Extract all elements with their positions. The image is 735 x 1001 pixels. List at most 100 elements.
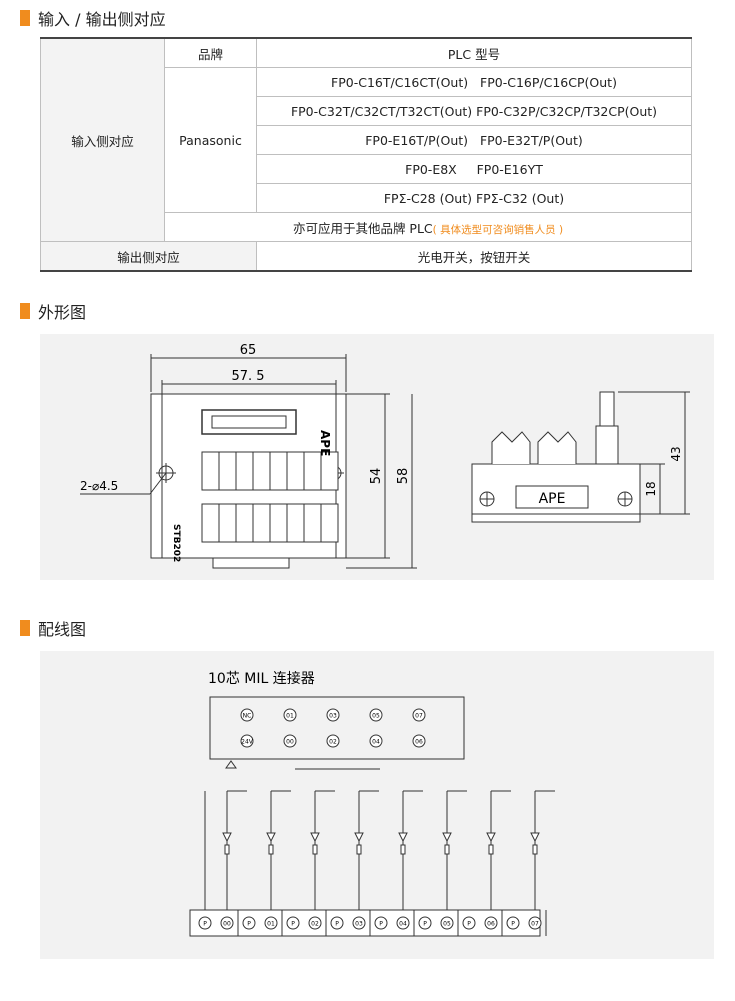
resistor-icon	[488, 844, 494, 855]
terminal-label: P	[511, 921, 515, 928]
led-icon	[222, 832, 232, 843]
terminal-label: P	[335, 921, 339, 928]
model-header: PLC 型号	[256, 37, 692, 68]
terminal-label: 04	[399, 921, 407, 928]
connector-pin-top-label: 01	[286, 713, 294, 720]
connector-pin-top-circle	[240, 708, 254, 722]
connector-pin-bottom-label: 06	[415, 739, 423, 746]
terminal-circle	[396, 916, 410, 930]
led-icon	[530, 832, 540, 843]
model-cell: FPΣ-C28 (Out) FPΣ-C32 (Out)	[256, 183, 692, 213]
outline-drawing-panel: 65 57. 5 54 58 2-⌀4.5 APE STB202 APE 43 …	[40, 334, 714, 580]
connector-pin-top-circle	[412, 708, 426, 722]
output-side-label: 输出侧对应	[40, 241, 257, 272]
terminal-label: P	[291, 921, 295, 928]
connector-pin-bottom-circle	[369, 734, 383, 748]
terminal-circle	[264, 916, 278, 930]
body-brand-label: APE	[318, 430, 332, 456]
dim-65-label: 65	[240, 343, 257, 358]
model-cell: FP0-C16T/C16CT(Out) FP0-C16P/C16CP(Out)	[256, 67, 692, 97]
terminal-circle	[242, 916, 256, 930]
section-title-io: 输入 / 输出侧对应	[20, 7, 166, 29]
resistor-icon	[444, 844, 450, 855]
connector-pin-top-label: NC	[243, 713, 252, 720]
terminal-label: 07	[531, 921, 539, 928]
brand-header: 品牌	[164, 37, 257, 68]
terminal-circle	[198, 916, 212, 930]
led-icon	[354, 832, 364, 843]
other-brand-text: 亦可应用于其他品牌 PLC	[292, 220, 433, 236]
section-marker	[20, 620, 30, 636]
connector-pin-bottom-label: 24V	[241, 739, 254, 746]
dim-57-5-label: 57. 5	[231, 369, 264, 384]
outline-drawing: 65 57. 5 54 58 2-⌀4.5 APE STB202 APE 43 …	[80, 343, 690, 569]
resistor-icon	[532, 844, 538, 855]
led-icon	[442, 832, 452, 843]
resistor-icon	[268, 844, 274, 855]
connector-pin-top-label: 03	[329, 713, 337, 720]
resistor-icon	[224, 844, 230, 855]
dim-18-label: 18	[644, 481, 658, 496]
led-icon	[266, 832, 276, 843]
terminal-circle	[506, 916, 520, 930]
led-icon	[398, 832, 408, 843]
connector-pin-top-circle	[283, 708, 297, 722]
section-marker	[20, 10, 30, 26]
resistor-icon	[312, 844, 318, 855]
resistor-icon	[356, 844, 362, 855]
model-cell: FP0-E8X FP0-E16YT	[256, 154, 692, 184]
connector-pin-bottom-label: 00	[286, 739, 294, 746]
connector-pin-bottom-label: 04	[372, 739, 380, 746]
connector-pin-top-label: 07	[415, 713, 423, 720]
section-title-text: 输入 / 输出侧对应	[38, 10, 166, 29]
terminal-label: 00	[223, 921, 231, 928]
terminal-label: 05	[443, 921, 451, 928]
connector-pin-top-label: 05	[372, 713, 380, 720]
dim-54-label: 54	[369, 468, 384, 485]
terminal-label: P	[203, 921, 207, 928]
terminal-circle	[418, 916, 432, 930]
section-title-outline: 外形图	[20, 300, 86, 322]
terminal-label: P	[379, 921, 383, 928]
led-icon	[310, 832, 320, 843]
terminal-circle	[374, 916, 388, 930]
connector-pin-bottom-circle	[412, 734, 426, 748]
terminal-circle	[286, 916, 300, 930]
model-label: STB202	[171, 524, 181, 562]
terminal-circle	[308, 916, 322, 930]
terminal-circle	[484, 916, 498, 930]
model-cell: FP0-E16T/P(Out) FP0-E32T/P(Out)	[256, 125, 692, 155]
brand-cell: Panasonic	[164, 67, 257, 213]
terminal-label: 03	[355, 921, 363, 928]
terminal-circle	[462, 916, 476, 930]
io-spec-table: 输入侧对应 品牌 PLC 型号 Panasonic FP0-C16T/C16CT…	[40, 37, 692, 272]
input-side-label: 输入侧对应	[40, 37, 165, 242]
output-side-value: 光电开关，按钮开关	[256, 241, 692, 272]
dim-58-label: 58	[396, 468, 411, 485]
dim-43-label: 43	[669, 446, 683, 461]
terminal-label: P	[423, 921, 427, 928]
side-brand-label: APE	[539, 491, 566, 507]
terminal-label: 02	[311, 921, 319, 928]
connector-pin-top-circle	[326, 708, 340, 722]
other-brand-note: ( 具体选型可咨询销售人员 )	[432, 223, 564, 236]
terminal-label: 06	[487, 921, 495, 928]
terminal-label: 01	[267, 921, 275, 928]
connector-pin-bottom-label: 02	[329, 739, 337, 746]
terminal-label: P	[467, 921, 471, 928]
terminal-circle	[352, 916, 366, 930]
terminal-circle	[220, 916, 234, 930]
terminal-circle	[330, 916, 344, 930]
connector-pin-bottom-circle	[240, 734, 254, 748]
section-title-text: 外形图	[38, 303, 87, 322]
other-brand-cell: 亦可应用于其他品牌 PLC( 具体选型可咨询销售人员 )	[164, 212, 692, 242]
connector-pin-bottom-circle	[283, 734, 297, 748]
resistor-icon	[400, 844, 406, 855]
connector-label: 10芯 MIL 连接器	[208, 670, 315, 687]
section-title-text: 配线图	[38, 620, 87, 639]
hole-label: 2-⌀4.5	[80, 479, 118, 493]
section-marker	[20, 303, 30, 319]
connector-pin-top-circle	[369, 708, 383, 722]
